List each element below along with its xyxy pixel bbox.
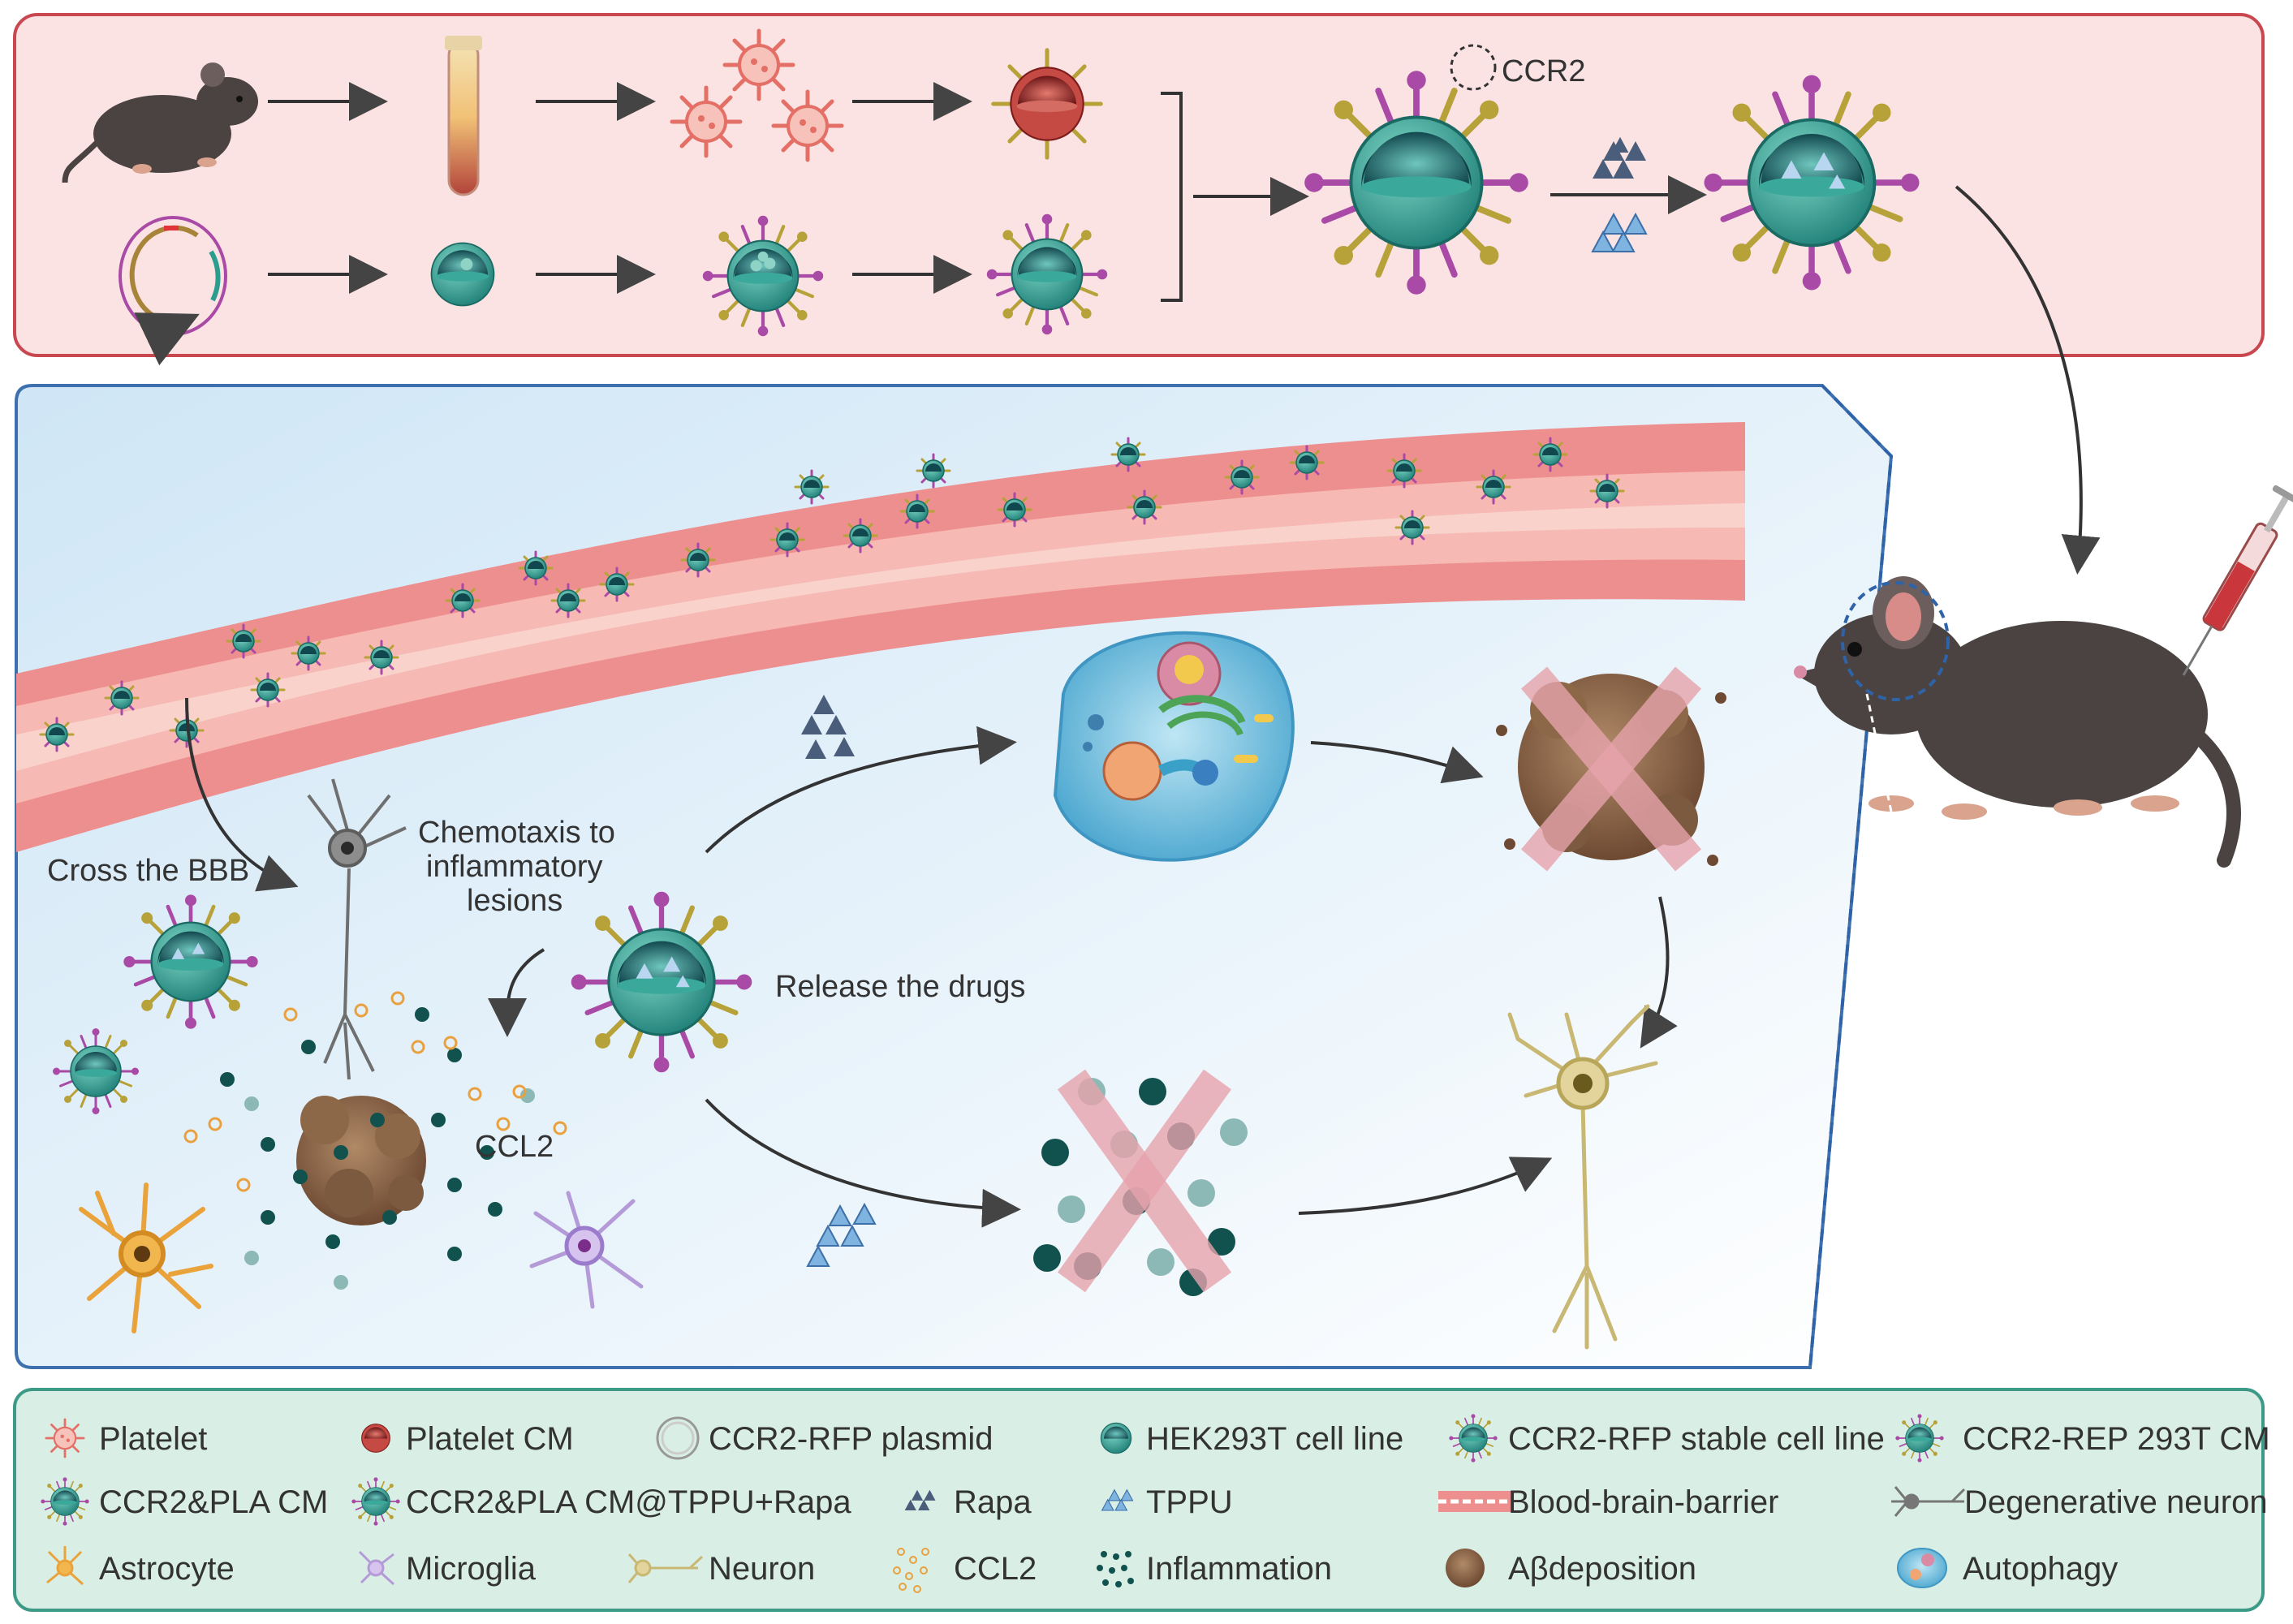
legend-label-astrocyte: Astrocyte bbox=[99, 1551, 235, 1587]
cleared-inflammation-icon bbox=[1033, 1069, 1248, 1296]
cross-bbb-arrow bbox=[185, 697, 299, 892]
arrow-abeta-to-neuron bbox=[1640, 896, 1678, 1049]
legend-label-degenerative-neuron: Degenerative neuron bbox=[1964, 1484, 2268, 1520]
blood-tube-icon bbox=[445, 36, 482, 196]
legend-platelet-cm-icon bbox=[361, 1424, 390, 1453]
injection-arrow bbox=[1955, 185, 2101, 575]
legend-abeta-icon bbox=[1446, 1549, 1485, 1587]
ccr2-rfp-plasmid-icon bbox=[119, 216, 227, 366]
legend-label-plasmid: CCR2-RFP plasmid bbox=[709, 1421, 993, 1457]
legend-autophagy-icon bbox=[1897, 1548, 1947, 1588]
legend-stable-cell-icon bbox=[1448, 1413, 1498, 1463]
donor-mouse-icon bbox=[62, 62, 258, 183]
ccl2-dots bbox=[183, 991, 567, 1192]
platelet-cm-vesicle bbox=[991, 48, 1103, 160]
ccr2-pla-cm-tppu-rapa-nanoparticle bbox=[1705, 75, 1920, 291]
legend-label-inflammation: Inflammation bbox=[1146, 1551, 1332, 1587]
legend-loaded-np-icon bbox=[351, 1476, 401, 1527]
legend-degenerative-neuron-icon bbox=[1891, 1486, 1966, 1517]
legend-hek293t-icon bbox=[1100, 1422, 1132, 1454]
release-drugs-label: Release the drugs bbox=[775, 970, 1025, 1004]
legend-platelet-icon bbox=[45, 1418, 85, 1458]
microglia-icon bbox=[529, 1191, 644, 1309]
legend-label-neuron: Neuron bbox=[709, 1551, 815, 1587]
cross-bbb-label: Cross the BBB bbox=[47, 854, 249, 888]
arrow-inflammation-to-neuron bbox=[1298, 1157, 1553, 1215]
legend-microglia-icon bbox=[358, 1550, 395, 1586]
drug-releasing-nanoparticle bbox=[571, 892, 752, 1073]
legend-neuron-icon bbox=[627, 1553, 704, 1583]
legend-inflammation-icon bbox=[1097, 1551, 1134, 1587]
preparation-panel bbox=[13, 13, 2265, 357]
chemotaxis-arrow bbox=[487, 948, 545, 1037]
legend-ccr2-pla-cm-icon bbox=[40, 1476, 90, 1527]
chemotaxis-label-3: lesions bbox=[467, 884, 562, 918]
hek293t-cell-icon bbox=[430, 242, 495, 307]
chemotaxis-label-2: inflammatory bbox=[426, 850, 603, 884]
legend-label-stable-cell: CCR2-RFP stable cell line bbox=[1508, 1421, 1885, 1457]
tissue-nanoparticle-1 bbox=[123, 894, 257, 1028]
legend-label-rapa: Rapa bbox=[954, 1484, 1032, 1520]
degenerative-neuron-icon bbox=[307, 778, 407, 1080]
legend-label-abeta: Aβdeposition bbox=[1508, 1551, 1696, 1587]
legend-label-ccr2-pla-cm: CCR2&PLA CM bbox=[99, 1484, 328, 1520]
blood-vessel bbox=[16, 422, 1745, 852]
arrow-to-abeta-clearance bbox=[1310, 741, 1484, 784]
legend-panel bbox=[13, 1388, 2265, 1612]
brain-zoom-connector bbox=[1808, 384, 1894, 1368]
legend-plasmid-icon bbox=[656, 1416, 700, 1460]
legend-label-platelet-cm: Platelet CM bbox=[406, 1421, 574, 1457]
syringe-icon bbox=[2182, 485, 2293, 676]
legend-label-tppu: TPPU bbox=[1146, 1484, 1233, 1520]
arrow-to-autophagy bbox=[705, 726, 1017, 854]
astrocyte-icon bbox=[79, 1182, 213, 1333]
tissue-nanoparticle-2 bbox=[51, 1027, 140, 1116]
legend-ccr2-rep-cm-icon bbox=[1894, 1413, 1945, 1463]
legend-label-ccl2: CCL2 bbox=[954, 1551, 1037, 1587]
merge-bracket bbox=[1161, 92, 1183, 302]
ccr2-label: CCR2 bbox=[1502, 54, 1585, 88]
abeta-plaque bbox=[296, 1096, 426, 1226]
legend-astrocyte-icon bbox=[46, 1546, 84, 1586]
legend-label-loaded-np: CCR2&PLA CM@TPPU+Rapa bbox=[406, 1484, 851, 1520]
ccl2-label: CCL2 bbox=[475, 1130, 554, 1164]
legend-ccl2-icon bbox=[893, 1548, 929, 1593]
legend-bbb-icon bbox=[1438, 1491, 1511, 1512]
legend-label-hek293t: HEK293T cell line bbox=[1146, 1421, 1403, 1457]
treated-mouse-icon bbox=[1794, 576, 2241, 868]
ccr2-highlight-circle bbox=[1450, 44, 1497, 91]
autophagy-cell-icon bbox=[1053, 631, 1295, 862]
cleared-abeta-icon bbox=[1496, 666, 1726, 872]
ccr2-rfp-stable-cell-icon bbox=[703, 216, 823, 336]
ccr2-pla-cm-vesicle bbox=[1304, 71, 1528, 295]
legend-label-bbb: Blood-brain-barrier bbox=[1508, 1484, 1778, 1520]
inflammation-dots bbox=[220, 1007, 535, 1290]
arrow-to-inflammation bbox=[705, 1098, 1021, 1228]
legend-label-ccr2-rep-cm: CCR2-REP 293T CM bbox=[1963, 1421, 2270, 1457]
legend-label-autophagy: Autophagy bbox=[1963, 1551, 2118, 1587]
chemotaxis-label-1: Chemotaxis to bbox=[418, 816, 615, 850]
legend-label-microglia: Microglia bbox=[406, 1551, 537, 1587]
healthy-neuron-icon bbox=[1507, 1004, 1658, 1350]
legend-label-platelet: Platelet bbox=[99, 1421, 207, 1457]
ccr2-rep-cm-vesicle bbox=[987, 214, 1107, 334]
